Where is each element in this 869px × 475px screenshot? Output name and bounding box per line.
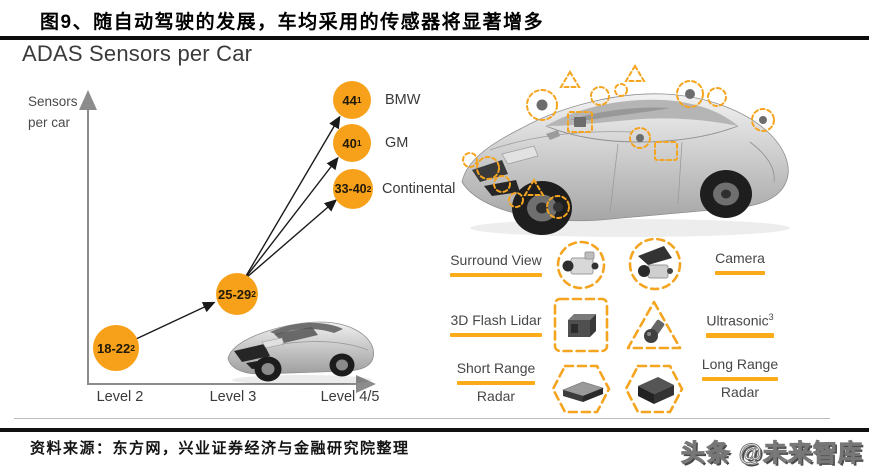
brand-label-bmw: BMW	[385, 92, 421, 108]
orange-underline	[450, 332, 542, 337]
orange-underline	[701, 376, 779, 381]
brand-label-continental: Continental	[382, 181, 456, 197]
title-divider	[0, 36, 869, 40]
legend-label-camera: Camera	[684, 250, 796, 275]
sensor-panel: Surround View Camera 3D	[440, 40, 869, 425]
footer-divider	[0, 428, 869, 432]
ultrasonic-icon	[624, 298, 684, 359]
orange-underline	[706, 333, 774, 338]
3d-flash-lidar-icon	[552, 296, 610, 359]
brand-label-gm: GM	[385, 135, 409, 151]
chart-title: ADAS Sensors per Car	[22, 41, 253, 66]
legend-label-surround-view: Surround View	[440, 252, 552, 277]
x-axis-label-level45: Level 4/5	[320, 389, 380, 405]
car-sensor-illustration	[461, 64, 790, 237]
legend-label-short-range-radar: Short Range Radar	[456, 360, 536, 404]
legend-label-ultrasonic: Ultrasonic3	[684, 312, 796, 338]
panel-bottom-border	[14, 418, 830, 419]
y-axis-label: Sensors per car	[28, 94, 78, 130]
orange-underline	[450, 272, 542, 277]
axes-and-arrows	[79, 90, 376, 393]
orange-underline	[715, 270, 765, 275]
surround-view-camera-icon	[553, 237, 609, 298]
source-note: 资料来源：东方网，兴业证券经济与金融研究院整理	[30, 441, 410, 457]
small-car-image	[227, 321, 375, 385]
long-range-radar-icon	[622, 360, 686, 423]
figure-title: 图9、随自动驾驶的发展，车均采用的传感器将显著增多	[40, 12, 545, 33]
legend-label-3d-flash-lidar: 3D Flash Lidar	[440, 312, 552, 337]
camera-icon	[624, 234, 686, 299]
orange-underline	[456, 380, 536, 385]
x-axis-label-level2: Level 2	[96, 389, 144, 405]
watermark: 头条 @未来智库	[680, 440, 863, 468]
adas-sensors-chart: ADAS Sensors per Car Sensors per car	[0, 40, 455, 425]
legend-label-long-range-radar: Long Range Radar	[701, 356, 779, 400]
short-range-radar-icon	[549, 360, 613, 423]
x-axis-label-level3: Level 3	[209, 389, 257, 405]
